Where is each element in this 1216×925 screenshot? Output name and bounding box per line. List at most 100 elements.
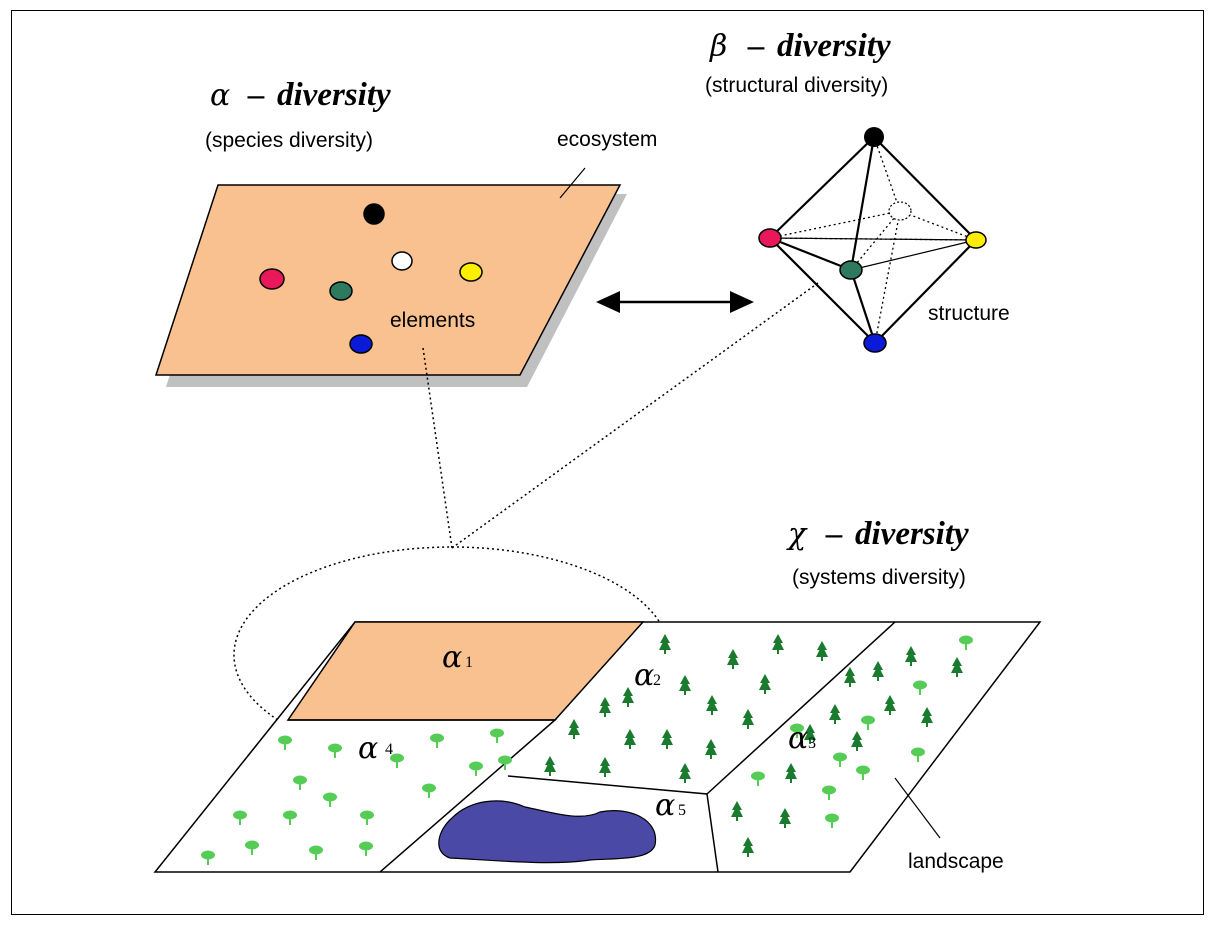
svg-text:α: α <box>788 721 808 756</box>
alpha-diversity-word: diversity <box>277 77 391 113</box>
broadleaf-tree-icon <box>323 792 337 807</box>
chi-diversity-heading: χ – diversity (systems diversity) <box>786 516 969 589</box>
alpha-symbol: α <box>210 78 230 113</box>
conifer-tree-icon <box>872 661 884 681</box>
chi-subtitle: (systems diversity) <box>792 566 966 589</box>
structure-octahedron: structure <box>758 127 1010 353</box>
node-magenta <box>758 228 782 248</box>
conifer-tree-icon <box>772 634 784 654</box>
species-dot-magenta <box>259 268 285 290</box>
broadleaf-tree-icon <box>469 761 483 776</box>
landscape-pointer-line <box>894 777 941 839</box>
alpha-dash: – <box>247 77 265 113</box>
beta-symbol: β <box>709 29 727 64</box>
alpha-subtitle: (species diversity) <box>205 129 373 152</box>
patch-label-a5: α 5 <box>655 788 686 823</box>
conifer-tree-icon <box>759 674 771 694</box>
alpha-diversity-heading: α – diversity (species diversity) <box>205 77 391 152</box>
beta-diversity-heading: β – diversity (structural diversity) <box>705 28 891 97</box>
conifer-tree-icon <box>679 763 691 783</box>
patch-boundaries <box>288 621 896 873</box>
patch-label-a2: α 2 <box>634 658 661 693</box>
broadleaf-tree-icon <box>861 715 875 730</box>
patch-label-a3: α 3 <box>788 721 816 756</box>
conifer-tree-icon <box>951 657 963 677</box>
svg-text:5: 5 <box>678 802 686 819</box>
conifer-tree-icon <box>742 709 754 729</box>
conifer-tree-icon <box>727 649 739 669</box>
broadleaf-tree-icon <box>790 723 804 738</box>
broadleaf-tree-icon <box>359 841 373 856</box>
double-arrow <box>596 291 754 313</box>
conifer-tree-icon <box>921 707 933 727</box>
conifer-trees <box>544 634 963 857</box>
broadleaf-tree-icon <box>278 735 292 750</box>
svg-text:3: 3 <box>808 735 816 752</box>
broadleaf-tree-icon <box>913 680 927 695</box>
broadleaf-tree-icon <box>233 810 247 825</box>
broadleaf-tree-icon <box>430 733 444 748</box>
broadleaf-tree-icon <box>833 752 847 767</box>
broadleaf-tree-icon <box>911 747 925 762</box>
conifer-tree-icon <box>884 695 896 715</box>
elements-label: elements <box>390 309 475 332</box>
conifer-tree-icon <box>851 731 863 751</box>
chi-diversity-word: diversity <box>855 516 969 552</box>
svg-text:α: α <box>655 788 675 823</box>
broadleaf-tree-icon <box>201 850 215 865</box>
broadleaf-tree-icon <box>283 810 297 825</box>
conifer-tree-icon <box>804 724 816 744</box>
conifer-tree-icon <box>705 739 717 759</box>
broadleaf-tree-icon <box>360 810 374 825</box>
conifer-tree-icon <box>659 634 671 654</box>
broadleaf-tree-icon <box>245 840 259 855</box>
broadleaf-tree-icon <box>328 743 342 758</box>
node-white-hidden <box>888 201 912 221</box>
broadleaf-tree-icon <box>293 775 307 790</box>
conifer-tree-icon <box>706 695 718 715</box>
beta-subtitle: (structural diversity) <box>705 74 888 97</box>
ecosystem-plane: ecosystem elements <box>154 128 657 387</box>
node-green <box>839 260 863 280</box>
svg-text:α: α <box>358 731 378 766</box>
node-yellow <box>965 231 987 249</box>
broadleaf-trees <box>201 635 973 865</box>
node-blue <box>863 333 887 353</box>
species-dot-white <box>391 251 413 271</box>
visible-edges <box>769 136 977 344</box>
beta-dash: – <box>747 28 765 64</box>
broadleaf-tree-icon <box>751 771 765 786</box>
broadleaf-tree-icon <box>390 753 404 768</box>
conifer-tree-icon <box>624 729 636 749</box>
conifer-tree-icon <box>599 697 611 717</box>
svg-text:α: α <box>634 658 654 693</box>
broadleaf-tree-icon <box>822 785 836 800</box>
patch-label-a1: α 1 <box>442 640 473 675</box>
ecosystem-label: ecosystem <box>557 128 657 151</box>
species-dot-black <box>363 203 385 225</box>
patch-label-a4: α 4 <box>358 731 393 766</box>
conifer-tree-icon <box>661 729 673 749</box>
lake <box>438 800 657 864</box>
conifer-tree-icon <box>568 719 580 739</box>
svg-text:4: 4 <box>385 741 393 758</box>
svg-text:2: 2 <box>653 672 661 689</box>
chi-symbol: χ <box>786 517 808 552</box>
svg-text:α: α <box>442 640 462 675</box>
beta-diversity-word: diversity <box>777 28 891 64</box>
ecosystem-surface <box>154 184 622 376</box>
species-dot-green <box>329 281 353 301</box>
ecosystem-pointer-line <box>559 167 586 199</box>
conifer-tree-icon <box>679 675 691 695</box>
figure-frame <box>11 10 1204 915</box>
conifer-tree-icon <box>731 801 743 821</box>
broadleaf-tree-icon <box>825 813 839 828</box>
conifer-tree-icon <box>816 641 828 661</box>
conifer-tree-icon <box>905 646 917 666</box>
conifer-tree-icon <box>599 757 611 777</box>
conifer-tree-icon <box>742 837 754 857</box>
conifer-tree-icon <box>779 808 791 828</box>
structure-label: structure <box>928 302 1010 325</box>
svg-text:1: 1 <box>465 654 473 671</box>
